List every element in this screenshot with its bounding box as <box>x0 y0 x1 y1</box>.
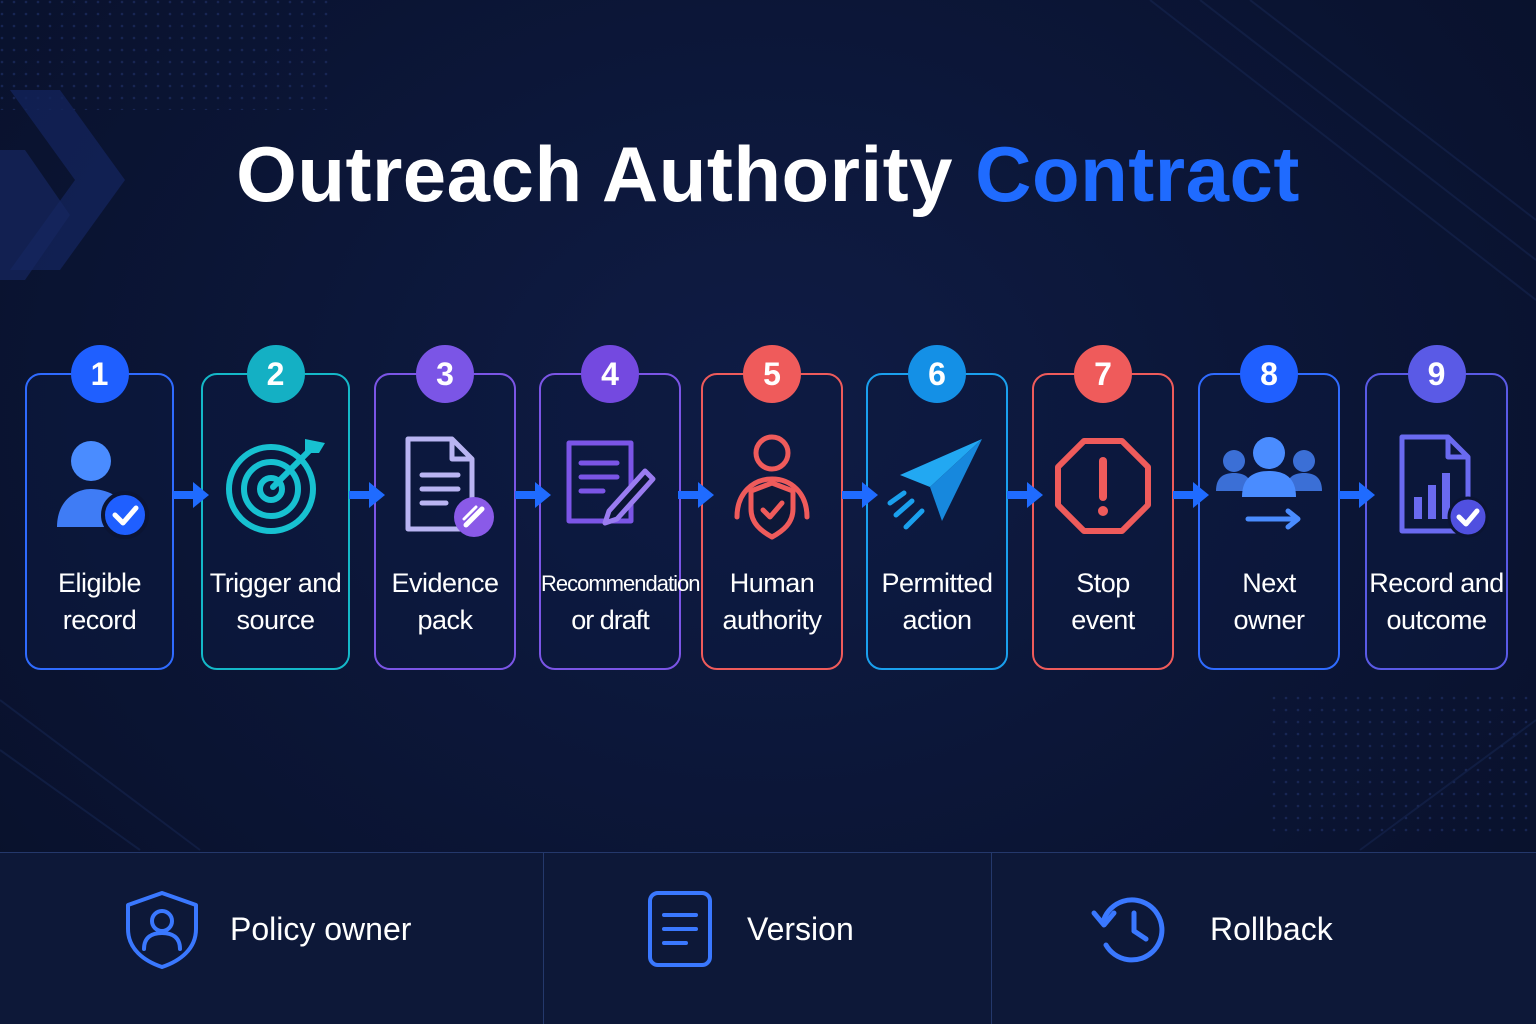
step-number-badge: 4 <box>581 345 639 403</box>
step-number-badge: 6 <box>908 345 966 403</box>
page-title: Outreach Authority Contract <box>0 128 1536 220</box>
step-label: Human authority <box>703 565 841 639</box>
step-label: Record and outcome <box>1367 565 1506 639</box>
step-label-line2: or draft <box>571 605 650 635</box>
step-label-line1: Permitted <box>881 568 993 598</box>
step-number-badge: 8 <box>1240 345 1298 403</box>
step-record-and-outcome[interactable]: 9 Record and outcome <box>1365 345 1508 670</box>
step-label-line1: Eligible <box>57 568 142 598</box>
step-label-line1: Recommendation <box>541 571 700 596</box>
user-shield-icon <box>734 434 810 540</box>
step-label: Evidence pack <box>376 565 514 639</box>
step-label-line1: Human <box>729 568 815 598</box>
arrow-right-icon <box>1007 482 1043 508</box>
step-label-line1: Trigger and <box>209 568 342 598</box>
arrow-right-icon <box>515 482 551 508</box>
step-number-badge: 1 <box>70 345 129 403</box>
step-label: Recommendation or draft <box>541 565 700 639</box>
step-label-line1: Record and <box>1369 568 1504 598</box>
step-stop-event[interactable]: 7 Stop event <box>1032 345 1174 670</box>
footer-bar: Policy owner Version Rollback <box>0 852 1536 1024</box>
step-label-line2: record <box>62 605 137 635</box>
title-accent: Contract <box>975 130 1300 218</box>
document-link-icon <box>405 436 494 537</box>
step-number-badge: 3 <box>416 345 474 403</box>
step-label-line2: pack <box>417 605 473 635</box>
history-clock-icon <box>1091 897 1165 963</box>
step-number-badge: 5 <box>743 345 801 403</box>
stop-octagon-icon <box>1055 438 1151 534</box>
footer-divider <box>543 853 544 1024</box>
step-human-authority[interactable]: 5 Human authority <box>701 345 843 670</box>
arrow-right-icon <box>1339 482 1375 508</box>
footer-item-policy-owner[interactable]: Policy owner <box>0 853 543 1024</box>
step-evidence-pack[interactable]: 3 Evidence pack <box>374 345 516 670</box>
step-label: Eligible record <box>27 565 172 639</box>
step-eligible-record[interactable]: 1 Eligible record <box>25 345 174 670</box>
footer-label: Version <box>747 911 854 947</box>
step-label-line2: outcome <box>1386 605 1487 635</box>
document-edit-icon <box>566 440 656 526</box>
user-check-icon <box>56 441 149 539</box>
arrow-right-icon <box>678 482 714 508</box>
step-trigger-and-source[interactable]: 2 Trigger and source <box>201 345 350 670</box>
step-label: Stop event <box>1034 565 1172 639</box>
step-number-badge: 7 <box>1074 345 1132 403</box>
step-label-line2: owner <box>1233 605 1305 635</box>
footer-item-rollback[interactable]: Rollback <box>992 853 1536 1024</box>
step-next-owner[interactable]: 8 Next owner <box>1198 345 1340 670</box>
step-label-line2: source <box>236 605 315 635</box>
step-recommendation-or-draft[interactable]: 4 Recommendation or draft <box>539 345 700 670</box>
step-label: Permitted action <box>868 565 1006 639</box>
footer-label: Policy owner <box>230 911 412 947</box>
step-label-line1: Next <box>1242 568 1296 598</box>
footer-item-version[interactable]: Version <box>544 853 991 1024</box>
arrow-right-icon <box>349 482 385 508</box>
step-label-line2: authority <box>722 605 822 635</box>
step-label: Next owner <box>1200 565 1338 639</box>
arrow-right-icon <box>173 482 209 508</box>
arrow-right-icon <box>842 482 878 508</box>
paper-plane-icon <box>887 439 982 530</box>
step-permitted-action[interactable]: 6 Permitted action <box>866 345 1008 670</box>
step-number-badge: 9 <box>1407 345 1466 403</box>
target-icon <box>225 439 325 534</box>
step-label: Trigger and source <box>203 565 348 639</box>
footer-divider <box>991 853 992 1024</box>
users-handoff-icon <box>1216 437 1322 530</box>
arrow-right-icon <box>1173 482 1209 508</box>
report-check-icon <box>1399 434 1488 538</box>
shield-user-icon <box>126 891 198 969</box>
step-number-badge: 2 <box>246 345 305 403</box>
step-label-line2: event <box>1071 605 1135 635</box>
document-lines-icon <box>648 891 712 967</box>
title-main: Outreach Authority <box>236 130 953 218</box>
step-label-line1: Evidence <box>391 568 499 598</box>
footer-label: Rollback <box>1210 911 1333 947</box>
step-label-line2: action <box>902 605 972 635</box>
step-label-line1: Stop <box>1076 568 1130 598</box>
